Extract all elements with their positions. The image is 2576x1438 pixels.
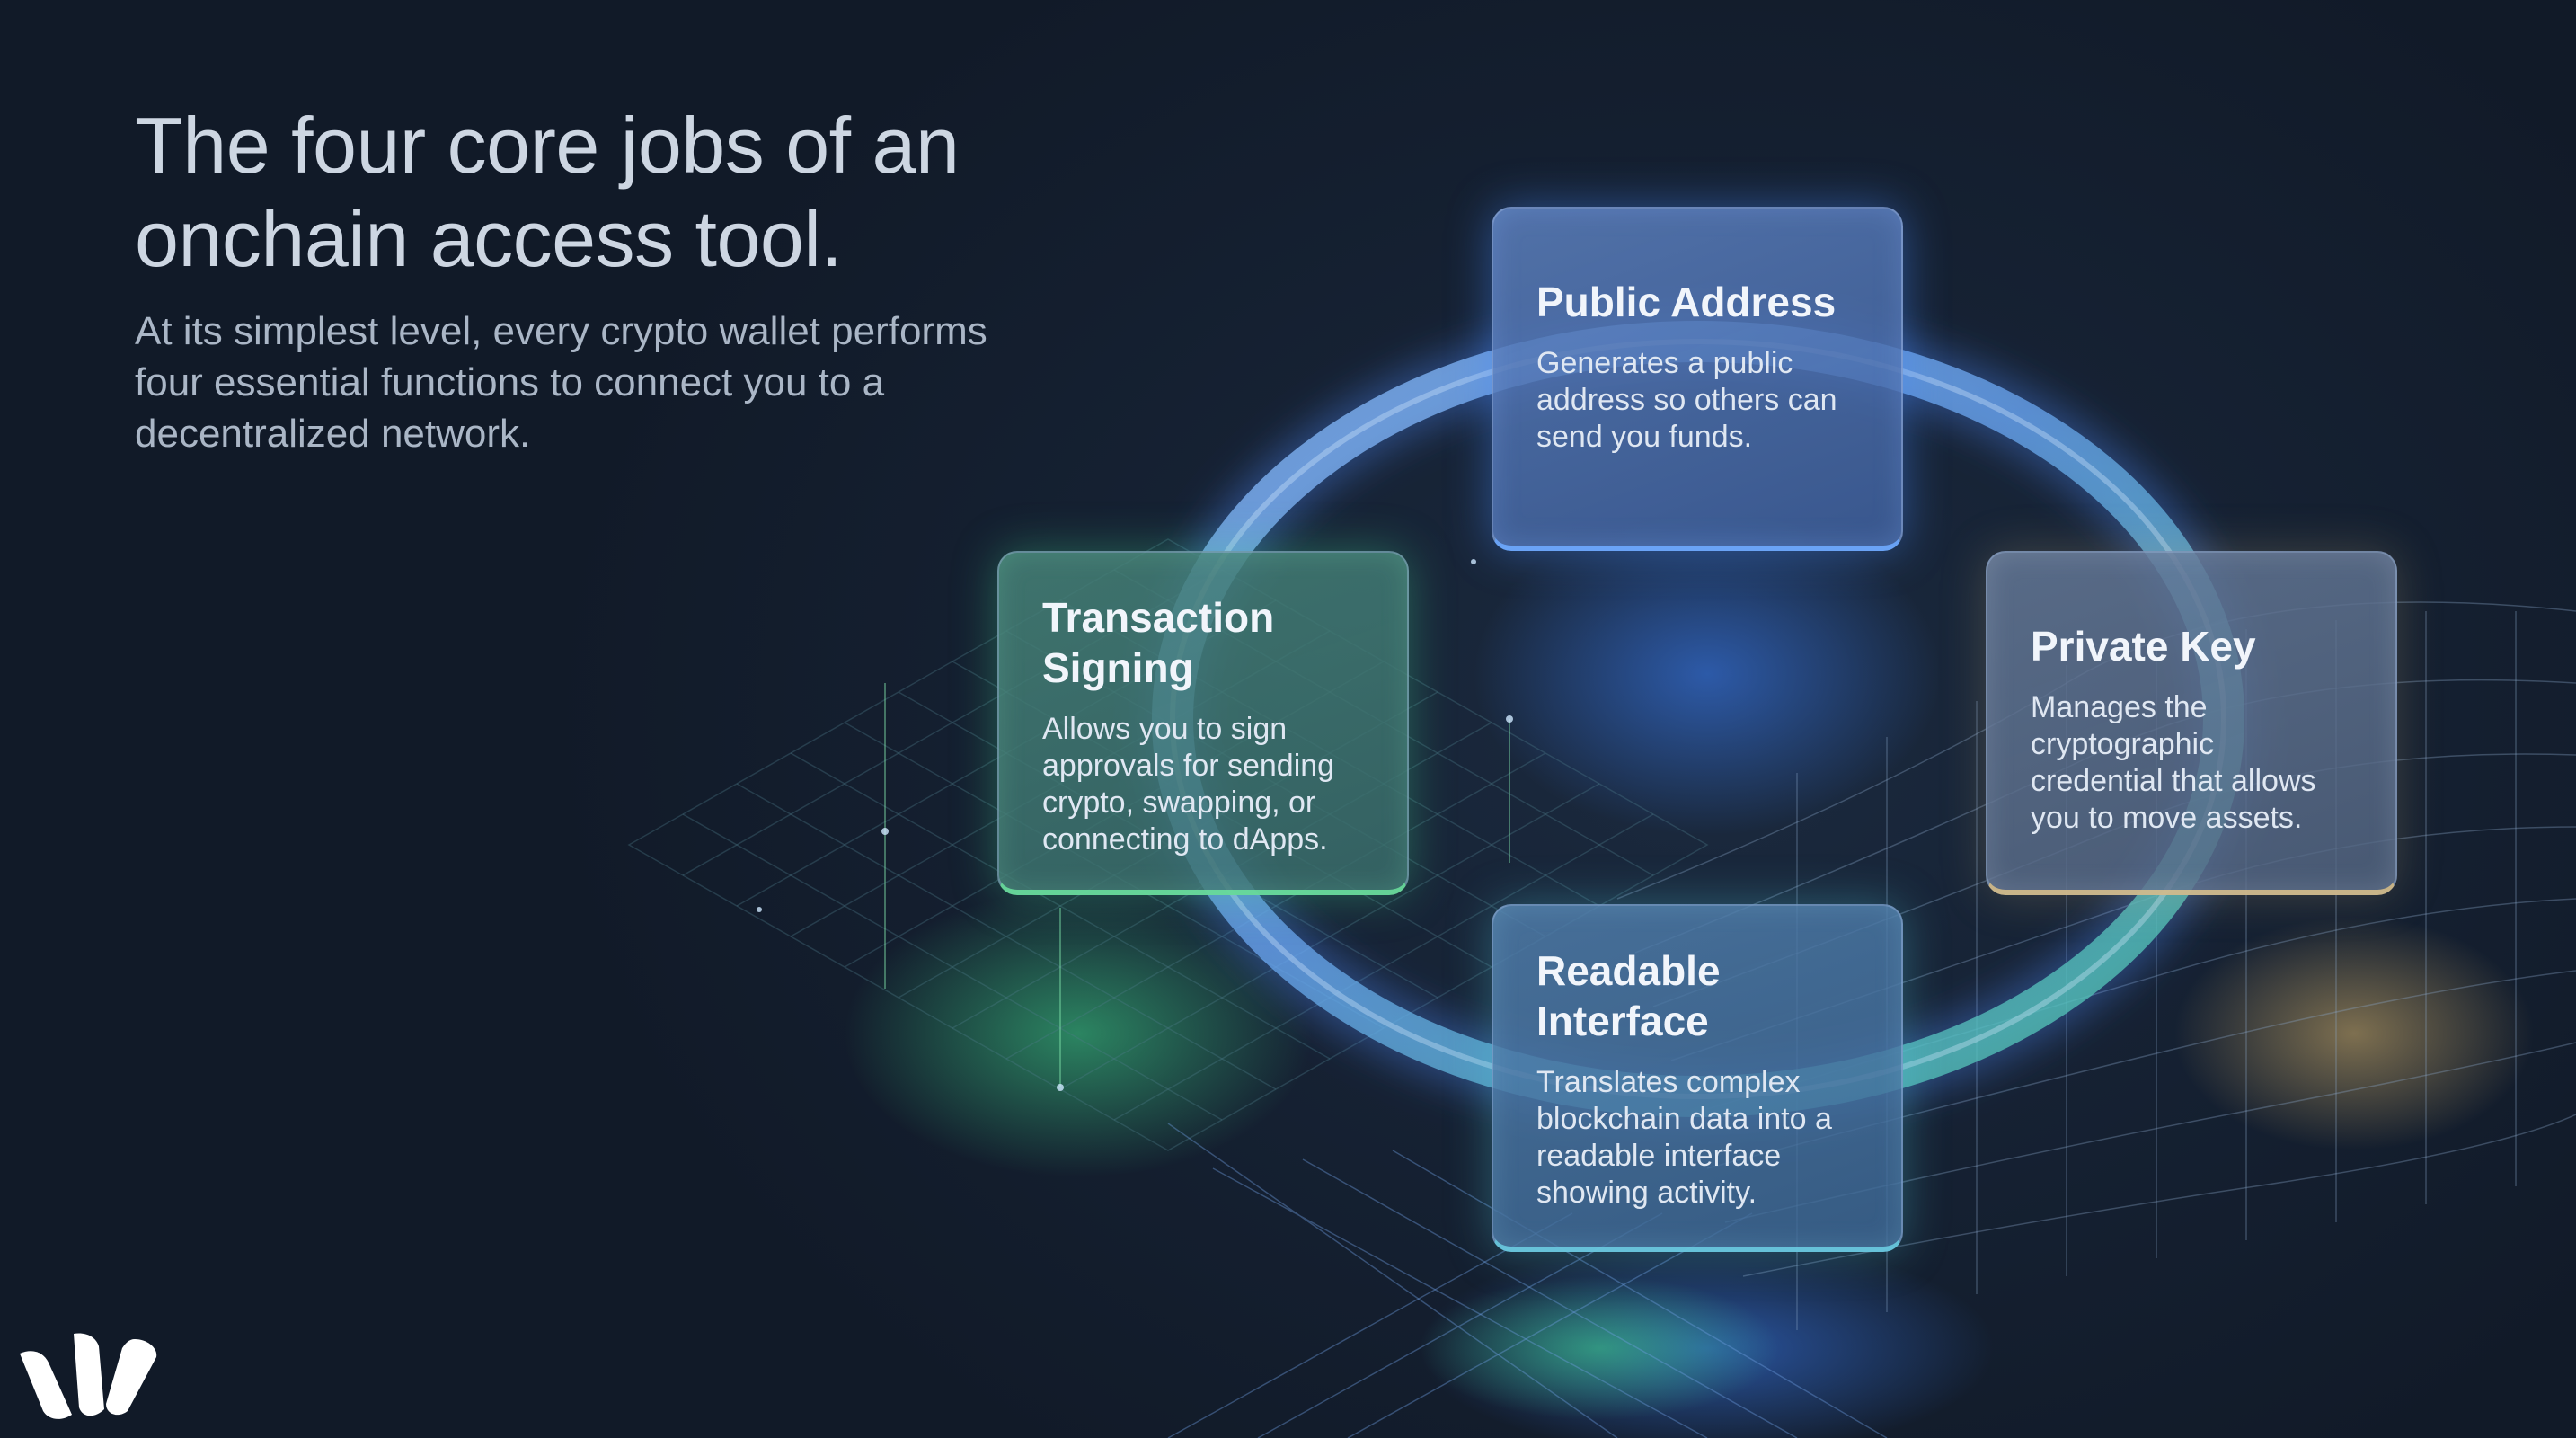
card-public-address-title: Public Address bbox=[1536, 279, 1837, 325]
card-private-key-title: Private Key bbox=[2031, 623, 2256, 670]
card-public-address-body: Generates a public address so others can… bbox=[1536, 346, 1837, 454]
brand-logo-icon bbox=[20, 1333, 157, 1419]
card-transaction-signing: Transaction Signing Allows you to sign a… bbox=[997, 551, 1409, 895]
page-title: The four core jobs of an onchain access … bbox=[135, 101, 960, 283]
card-transaction-signing-body: Allows you to sign approvals for sending… bbox=[1042, 712, 1335, 857]
card-readable-interface-body: Translates complex blockchain data into … bbox=[1536, 1065, 1832, 1210]
page-subtitle: At its simplest level, every crypto wall… bbox=[135, 309, 987, 456]
card-transaction-signing-title: Transaction Signing bbox=[1042, 594, 1275, 691]
card-private-key-body: Manages the cryptographic credential tha… bbox=[2031, 690, 2316, 835]
card-readable-interface: Readable Interface Translates complex bl… bbox=[1492, 904, 1903, 1252]
card-readable-interface-title: Readable Interface bbox=[1536, 947, 1721, 1044]
card-private-key: Private Key Manages the cryptographic cr… bbox=[1986, 551, 2397, 895]
card-public-address: Public Address Generates a public addres… bbox=[1492, 207, 1903, 551]
